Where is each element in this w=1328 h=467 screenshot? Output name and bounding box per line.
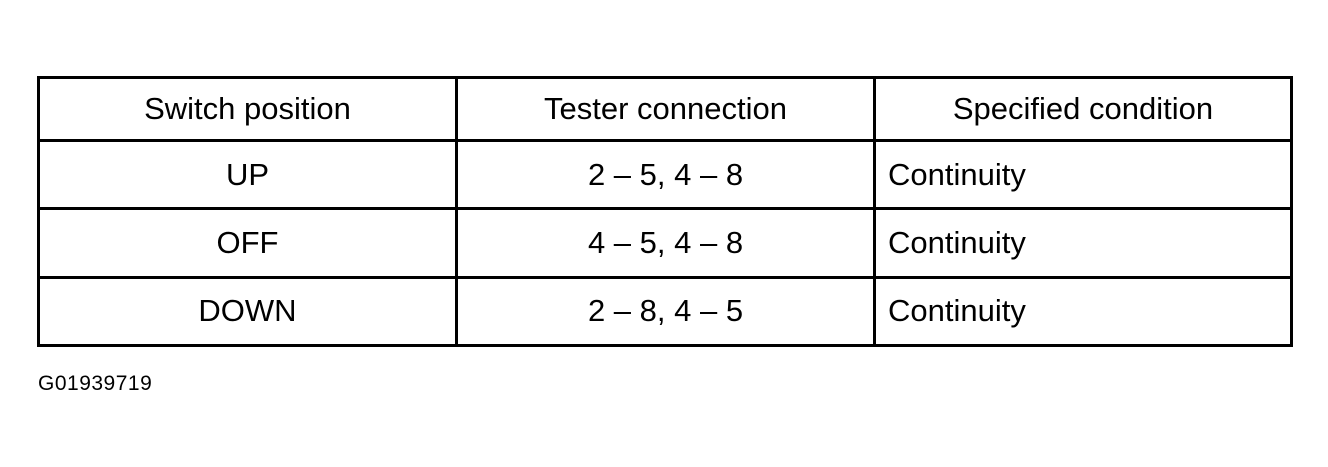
header-tester-connection: Tester connection	[455, 76, 876, 142]
cell-switch-position: OFF	[37, 207, 458, 279]
cell-specified-condition: Continuity	[873, 207, 1293, 279]
cell-specified-condition: Continuity	[873, 275, 1293, 348]
table-row: DOWN 2 – 8, 4 – 5 Continuity	[37, 275, 1293, 348]
header-specified-condition: Specified condition	[873, 76, 1293, 142]
cell-tester-connection: 2 – 8, 4 – 5	[455, 275, 876, 348]
figure-id: G01939719	[38, 372, 153, 395]
cell-tester-connection: 4 – 5, 4 – 8	[455, 207, 876, 279]
cell-switch-position: DOWN	[37, 275, 458, 348]
table-header-row: Switch position Tester connection Specif…	[37, 76, 1293, 142]
cell-specified-condition: Continuity	[873, 138, 1293, 211]
cell-switch-position: UP	[37, 138, 458, 211]
table-row: UP 2 – 5, 4 – 8 Continuity	[37, 138, 1293, 211]
cell-tester-connection: 2 – 5, 4 – 8	[455, 138, 876, 211]
header-switch-position: Switch position	[37, 76, 458, 142]
switch-continuity-table: Switch position Tester connection Specif…	[37, 76, 1293, 348]
table-row: OFF 4 – 5, 4 – 8 Continuity	[37, 207, 1293, 279]
